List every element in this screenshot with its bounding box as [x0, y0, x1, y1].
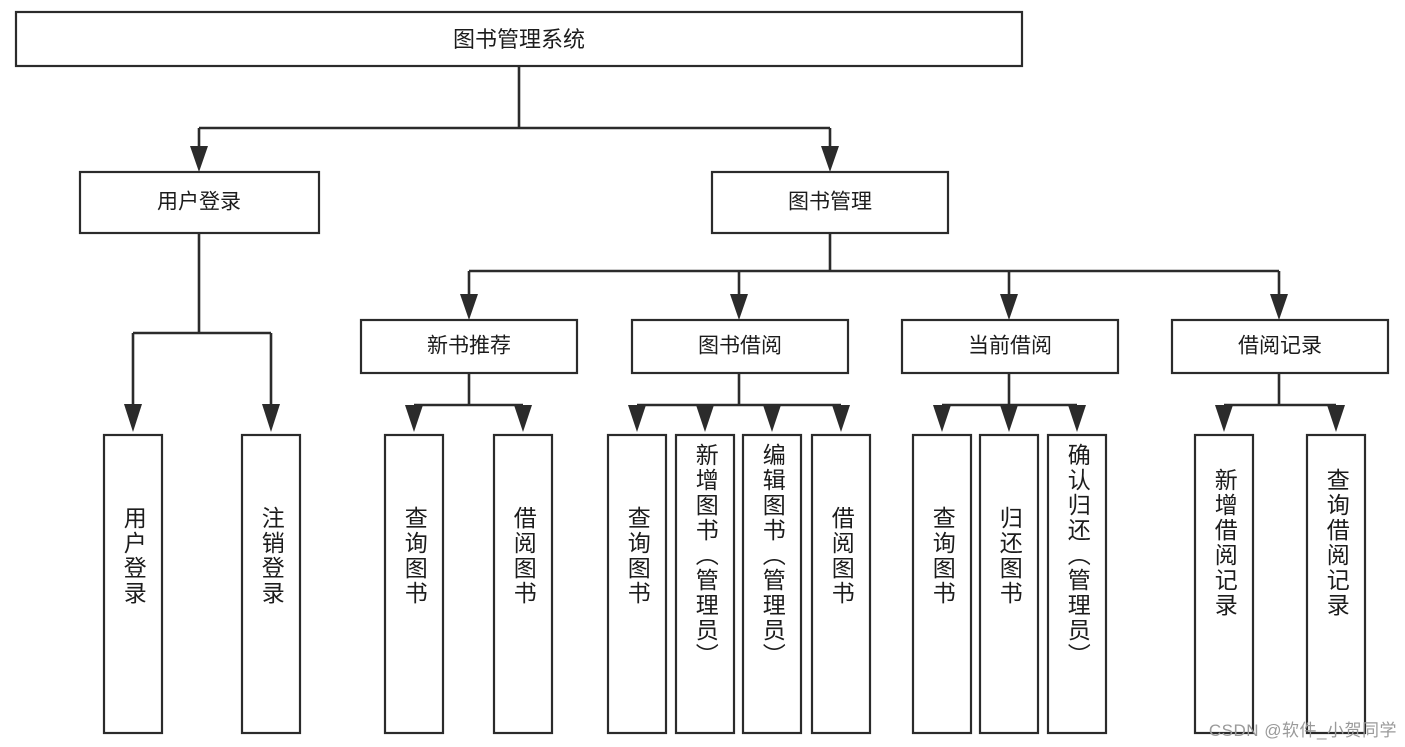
node-root[interactable]: 图书管理系统	[14, 10, 1024, 68]
node-current-borrow[interactable]: 当前借阅	[900, 318, 1120, 375]
arrow-head-new-book-recommend	[460, 294, 478, 320]
leaf-borrow-book-1-box[interactable]	[492, 433, 554, 735]
leaf-query-record-box[interactable]	[1305, 433, 1367, 735]
arrow-head-leaf-query-book-1	[405, 405, 423, 432]
node-user-login[interactable]: 用户登录	[78, 170, 321, 235]
arrow-head-leaf-query-book-2	[628, 405, 646, 432]
arrow-head-book-borrow	[730, 294, 748, 320]
node-book-manage[interactable]: 图书管理	[710, 170, 950, 235]
arrow-head-leaf-borrow-book-1	[514, 405, 532, 432]
arrow-head-leaf-confirm-return	[1068, 405, 1086, 432]
node-borrow-record-label: 借阅记录	[1238, 335, 1322, 358]
node-book-borrow-label: 图书借阅	[698, 335, 782, 358]
arrow-head-leaf-add-book	[696, 405, 714, 432]
connector-group-book-borrow	[628, 373, 850, 432]
node-current-borrow-label: 当前借阅	[968, 335, 1052, 358]
leaf-query-book-2-box[interactable]	[606, 433, 668, 735]
arrow-head-user-login	[190, 146, 208, 172]
arrow-head-leaf-query-book-3	[933, 405, 951, 432]
leaf-query-book-1-box[interactable]	[383, 433, 445, 735]
node-borrow-record-box[interactable]	[1170, 318, 1390, 375]
leaf-add-book-box[interactable]	[674, 433, 736, 735]
arrow-head-borrow-record	[1270, 294, 1288, 320]
node-current-borrow-box[interactable]	[900, 318, 1120, 375]
connector-group-user-login	[124, 233, 280, 432]
node-book-manage-label: 图书管理	[788, 191, 872, 214]
node-new-book-recommend-box[interactable]	[359, 318, 579, 375]
connector-group-new-book-recommend	[405, 373, 532, 432]
leaf-user-login-box[interactable]	[102, 433, 164, 735]
connector-group-root	[190, 66, 839, 172]
connector-group-book-manage	[460, 233, 1288, 320]
node-borrow-record[interactable]: 借阅记录	[1170, 318, 1390, 375]
node-book-manage-box[interactable]	[710, 170, 950, 235]
connector-group-borrow-record	[1215, 373, 1345, 432]
leaf-query-book-3-box[interactable]	[911, 433, 973, 735]
leaf-add-record-box[interactable]	[1193, 433, 1255, 735]
watermark-text: CSDN @软件_小贺同学	[1208, 721, 1397, 740]
leaf-user-logout-box[interactable]	[240, 433, 302, 735]
arrow-head-leaf-borrow-book-2	[832, 405, 850, 432]
arrow-head-book-manage	[821, 146, 839, 172]
arrow-head-leaf-edit-book	[763, 405, 781, 432]
leaf-return-book-box[interactable]	[978, 433, 1040, 735]
node-root-label: 图书管理系统	[453, 27, 585, 52]
connector-group-current-borrow	[933, 373, 1086, 432]
node-new-book-recommend[interactable]: 新书推荐	[359, 318, 579, 375]
arrow-head-current-borrow	[1000, 294, 1018, 320]
arrow-head-leaf-return-book	[1000, 405, 1018, 432]
leaf-borrow-book-2-box[interactable]	[810, 433, 872, 735]
node-book-borrow-box[interactable]	[630, 318, 850, 375]
node-user-login-box[interactable]	[78, 170, 321, 235]
arrow-head-leaf-user-logout	[262, 404, 280, 432]
arrow-head-leaf-add-record	[1215, 405, 1233, 432]
leaf-confirm-return-box[interactable]	[1046, 433, 1108, 735]
node-user-login-label: 用户登录	[157, 191, 241, 214]
leaf-boxes	[102, 433, 1367, 735]
node-root-box[interactable]	[14, 10, 1024, 68]
arrow-head-leaf-user-login	[124, 404, 142, 432]
node-new-book-recommend-label: 新书推荐	[427, 335, 511, 358]
node-book-borrow[interactable]: 图书借阅	[630, 318, 850, 375]
arrow-head-leaf-query-record	[1327, 405, 1345, 432]
leaf-edit-book-box[interactable]	[741, 433, 803, 735]
